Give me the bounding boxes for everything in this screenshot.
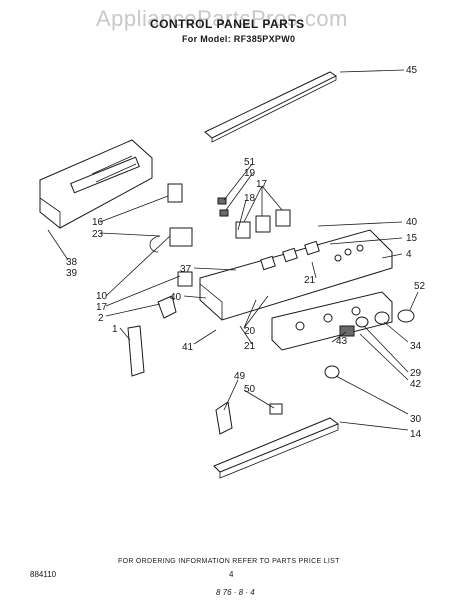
bracket-cluster [149, 183, 193, 319]
callout-51: 51 [244, 157, 256, 168]
callout-38: 38 [66, 257, 78, 268]
callout-45: 45 [406, 65, 418, 76]
part-45-trim-strip [204, 71, 337, 143]
knobs [324, 309, 415, 379]
callout-2: 2 [98, 313, 104, 324]
callout-29: 29 [410, 368, 422, 379]
ordering-note: FOR ORDERING INFORMATION REFER TO PARTS … [118, 558, 340, 565]
callout-15: 15 [406, 233, 418, 244]
callout-labels: 45 51 19 17 18 16 23 40 15 4 38 39 37 21… [66, 65, 426, 440]
callout-16: 16 [92, 217, 104, 228]
callout-17: 17 [256, 179, 268, 190]
page-number: 4 [229, 570, 234, 579]
callout-4: 4 [406, 249, 412, 260]
callout-49: 49 [234, 371, 246, 382]
part-1-side-bracket [127, 325, 145, 377]
callout-21: 21 [304, 275, 316, 286]
parts-49-50-brackets [215, 401, 283, 435]
leader-lines [47, 69, 419, 431]
callout-34: 34 [410, 341, 422, 352]
callout-23: 23 [92, 229, 104, 240]
callout-40b: 40 [170, 292, 182, 303]
document-code: 884110 [30, 570, 57, 579]
switch-modules [217, 197, 291, 239]
callout-43: 43 [336, 336, 348, 347]
callout-17b: 17 [96, 302, 108, 313]
part-4-control-panel [199, 229, 393, 321]
callout-10: 10 [96, 291, 108, 302]
callout-40: 40 [406, 217, 418, 228]
page-title: CONTROL PANEL PARTS [150, 17, 305, 31]
callout-42: 42 [410, 379, 422, 390]
callout-19: 19 [244, 168, 256, 179]
callout-39: 39 [66, 268, 78, 279]
callout-37: 37 [180, 264, 192, 275]
handwritten-mark: 8 76 · 8 · 4 [216, 588, 255, 597]
callout-20: 20 [244, 326, 256, 337]
rear-panel [39, 139, 153, 229]
part-14-lower-trim [213, 417, 340, 479]
callout-21b: 21 [244, 341, 256, 352]
callout-1: 1 [112, 324, 118, 335]
callout-41: 41 [182, 342, 194, 353]
callout-14: 14 [410, 429, 422, 440]
callout-50: 50 [244, 384, 256, 395]
model-line: For Model: RF385PXPW0 [182, 34, 296, 44]
callout-52: 52 [414, 281, 426, 292]
front-overlay-panel [271, 291, 393, 351]
callout-30: 30 [410, 414, 422, 425]
watermark: AppliancePartsPros.com [96, 6, 348, 31]
callout-18: 18 [244, 193, 256, 204]
